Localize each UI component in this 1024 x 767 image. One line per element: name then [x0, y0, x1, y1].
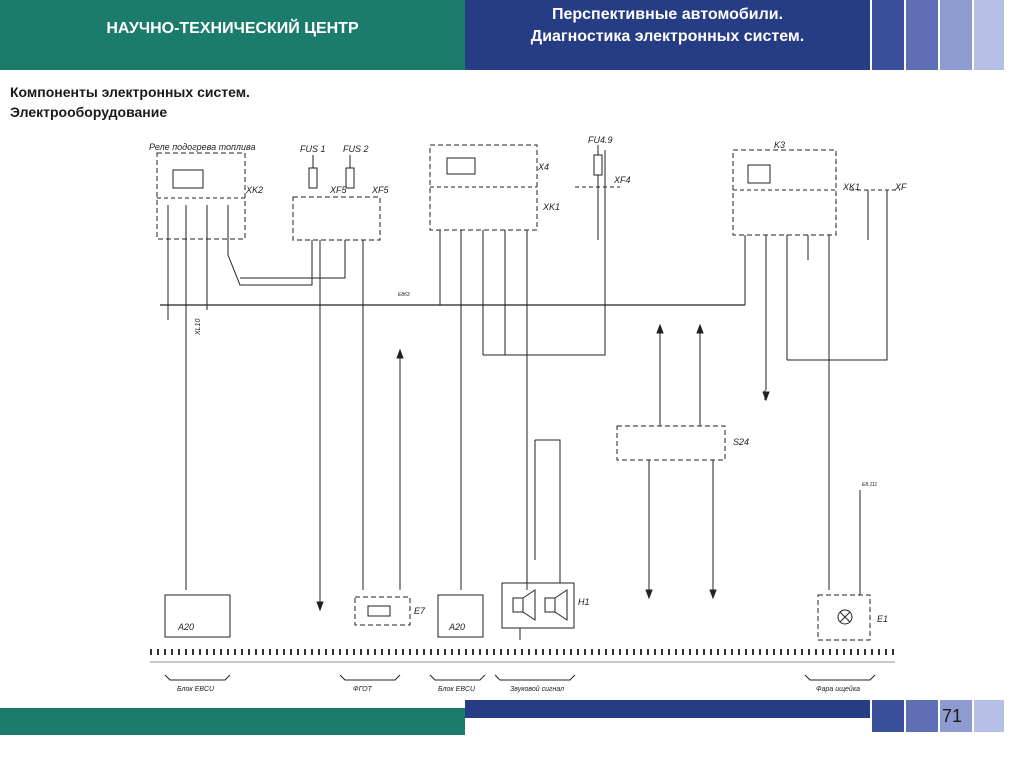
e863-label: E863	[398, 292, 410, 298]
page-number: 71	[942, 706, 963, 726]
diagram-line	[429, 674, 486, 681]
a20-right-label: A20	[448, 622, 465, 632]
xf5a-label: XF5	[329, 185, 348, 195]
a20-left-label: A20	[177, 622, 194, 632]
footer-square-2	[906, 700, 938, 732]
bottom-label-horn: Звуковой сигнал	[510, 685, 564, 693]
xk1b-label: XK1	[842, 182, 860, 192]
diagram-line	[535, 439, 561, 583]
e8111-label: E8.111	[862, 482, 877, 488]
diagram-line	[645, 589, 653, 600]
diagram-line	[164, 674, 231, 681]
header-title-banner: Перспективные автомобили. Диагностика эл…	[465, 0, 870, 70]
xl10-label: XL10	[195, 319, 202, 336]
footer-square-4	[974, 700, 1004, 732]
fus2-symbol	[345, 167, 355, 189]
k3-box	[732, 149, 837, 236]
h1-label: H1	[578, 597, 590, 607]
header-org-banner: НАУЧНО-ТЕХНИЧЕСКИЙ ЦЕНТР	[0, 0, 465, 70]
diagram-line	[696, 323, 704, 334]
decor-square-1	[872, 0, 904, 70]
e7-label: E7	[414, 606, 426, 616]
fus1-label: FUS 1	[300, 144, 326, 154]
fu49-label: FU4.9	[588, 135, 613, 145]
diagram-line	[837, 609, 853, 625]
diagram-line	[150, 144, 900, 681]
diagram-line	[396, 348, 404, 359]
diagram-line	[709, 589, 717, 600]
s24-label: S24	[733, 437, 749, 447]
bottom-label-fgot: ФГОТ	[353, 686, 373, 693]
horn-h1-box	[501, 582, 575, 629]
e7-heater-box	[354, 596, 411, 626]
x4-relay-coil	[446, 157, 476, 175]
slide-title: Перспективные автомобили. Диагностика эл…	[465, 4, 870, 48]
diagram-line	[316, 601, 324, 612]
diagram-line	[227, 240, 313, 286]
wiring-diagram: Реле подогрева топлива FUS 1 FUS 2 FU4.9…	[149, 135, 907, 693]
diagram-line	[787, 190, 888, 361]
x4-label: X4	[537, 162, 549, 172]
fus2-label: FUS 2	[343, 144, 369, 154]
footer-square-3	[940, 700, 972, 732]
footer-square-1	[872, 700, 904, 732]
diagram-line	[544, 597, 556, 613]
diagram-line	[494, 674, 576, 681]
xf5b-label: XF5	[371, 185, 390, 195]
relay-label: Реле подогрева топлива	[149, 142, 256, 152]
bottom-label-ebcu-1: Блок EBCU	[177, 686, 215, 693]
xf-label: XF	[894, 182, 907, 192]
footer-navy-bar	[465, 700, 870, 718]
xk1a-label: XK1	[542, 202, 560, 212]
k3-relay-coil	[747, 164, 771, 184]
diagram-line	[367, 605, 391, 617]
subtitle-line2: Электрооборудование	[10, 104, 168, 120]
e1-label: E1	[877, 614, 888, 624]
section-subtitle: Компоненты электронных систем. Электрооб…	[10, 82, 250, 122]
org-name: НАУЧНО-ТЕХНИЧЕСКИЙ ЦЕНТР	[106, 20, 359, 37]
diagram-line	[554, 589, 568, 621]
footer-teal-bar	[0, 708, 465, 735]
s24-box	[616, 425, 726, 461]
decor-square-4	[974, 0, 1004, 70]
xf4-label: XF4	[613, 175, 631, 185]
xk2-label: XK2	[245, 185, 263, 195]
slide-title-line2: Диагностика электронных систем.	[530, 28, 805, 45]
slide-title-line1: Перспективные автомобили.	[551, 6, 784, 23]
diagram-line	[522, 589, 536, 621]
diagram-line	[839, 611, 851, 623]
bottom-label-ebcu-2: Блок EBCU	[438, 686, 476, 693]
k3-label: K3	[774, 140, 785, 150]
fuse-block	[292, 196, 381, 241]
bottom-label-search-lamp: Фара ищейка	[816, 685, 860, 693]
diagram-line	[656, 323, 664, 334]
diagram-line	[339, 674, 401, 681]
diagram-line	[240, 240, 346, 279]
fu49-symbol	[593, 154, 603, 176]
diagram-line	[512, 597, 524, 613]
diagram-line	[483, 150, 606, 356]
diagram-line	[804, 674, 876, 681]
a20-block-left	[164, 594, 231, 638]
decor-square-3	[940, 0, 972, 70]
subtitle-line1: Компоненты электронных систем.	[10, 84, 250, 100]
relay-coil	[172, 169, 204, 189]
a20-block-right	[437, 594, 484, 638]
e1-lamp-box	[817, 594, 871, 641]
fus1-symbol	[308, 167, 318, 189]
decor-square-2	[906, 0, 938, 70]
diagram-line	[762, 391, 770, 402]
fuel-heater-relay-box	[156, 152, 246, 240]
